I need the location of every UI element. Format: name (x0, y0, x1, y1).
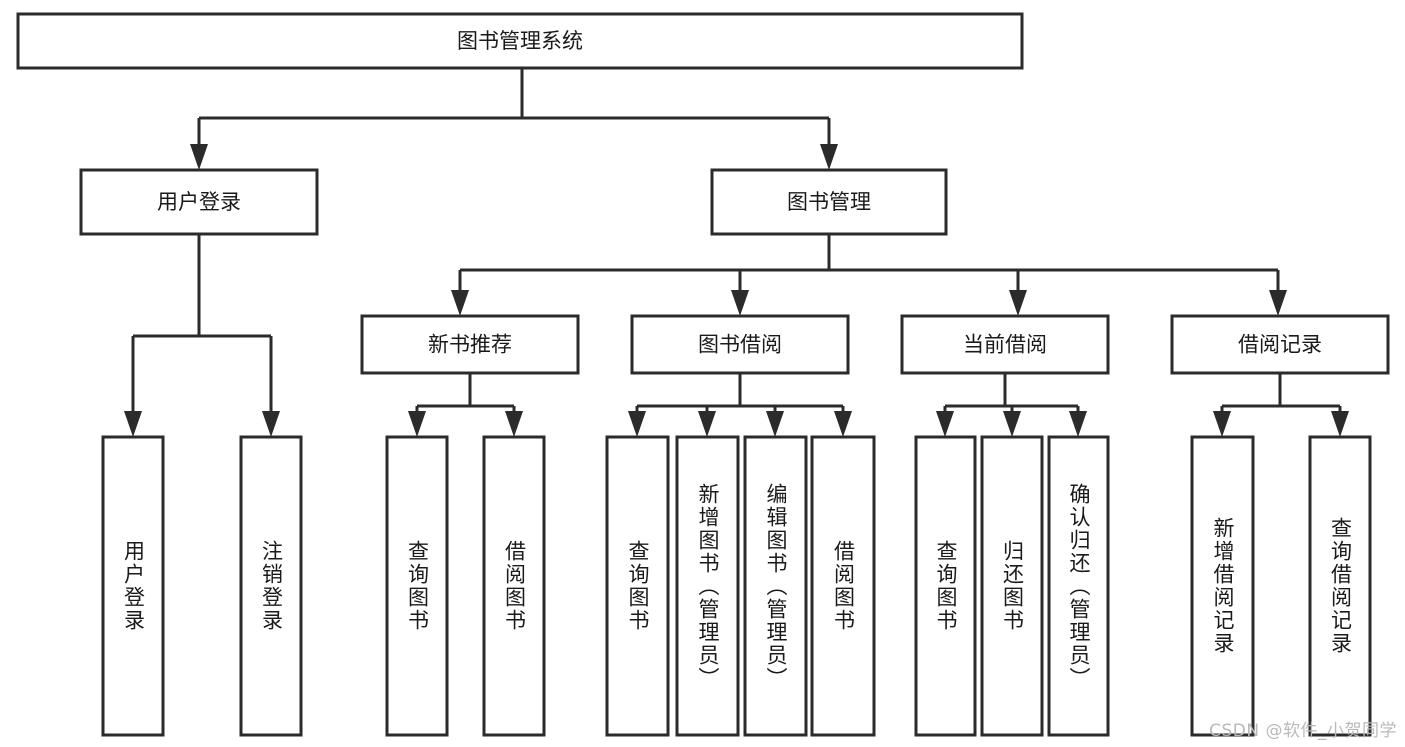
node-box-leaf-borrow-book-2[interactable] (810, 435, 876, 737)
arrow-head-icon (731, 290, 749, 316)
node-box-book-manage[interactable] (710, 168, 948, 236)
node-label-root: 图书管理系统 (457, 29, 583, 53)
node-label-book-manage: 图书管理 (787, 190, 871, 214)
arrow-head-icon (505, 411, 523, 437)
node-box-current-borrow[interactable] (900, 314, 1110, 375)
node-box-leaf-add-book[interactable] (675, 435, 740, 737)
watermark: CSDN @软件_小贺同学 (1209, 721, 1397, 741)
node-box-leaf-return-book[interactable] (980, 435, 1044, 737)
arrow-head-icon (1269, 290, 1287, 316)
node-label-current-borrow: 当前借阅 (963, 333, 1047, 357)
node-label-user-login: 用户登录 (157, 190, 241, 214)
node-label-new-book-rec: 新书推荐 (428, 333, 512, 357)
arrow-head-icon (451, 290, 469, 316)
node-box-leaf-edit-book[interactable] (743, 435, 808, 737)
node-label-book-borrow: 图书借阅 (698, 333, 782, 357)
arrow-head-icon (1003, 411, 1021, 437)
arrow-head-icon (124, 411, 142, 437)
node-box-leaf-confirm-return[interactable] (1047, 435, 1110, 737)
boxes-layer (16, 12, 1390, 737)
arrow-head-icon (1069, 411, 1087, 437)
node-box-root[interactable] (16, 12, 1024, 70)
node-box-book-borrow[interactable] (630, 314, 850, 375)
arrow-head-icon (936, 411, 954, 437)
node-box-new-book-rec[interactable] (360, 314, 580, 375)
arrow-head-icon (1009, 290, 1027, 316)
arrow-head-icon (408, 411, 426, 437)
node-box-leaf-query-book-1[interactable] (385, 435, 449, 737)
arrow-head-icon (628, 411, 646, 437)
arrow-head-icon (190, 144, 208, 170)
arrow-head-icon (766, 411, 784, 437)
arrow-head-icon (1331, 411, 1349, 437)
node-box-leaf-user-login[interactable] (101, 435, 165, 737)
node-box-user-login[interactable] (79, 168, 319, 236)
arrow-head-icon (834, 411, 852, 437)
edges-layer (124, 68, 1349, 437)
arrow-head-icon (1213, 411, 1231, 437)
arrow-head-icon (698, 411, 716, 437)
node-box-leaf-add-record[interactable] (1190, 435, 1255, 737)
arrow-head-icon (820, 144, 838, 170)
node-box-leaf-user-logout[interactable] (239, 435, 303, 737)
node-box-leaf-query-record[interactable] (1308, 435, 1372, 737)
node-box-leaf-query-book-2[interactable] (605, 435, 670, 737)
node-box-borrow-record[interactable] (1170, 314, 1390, 375)
node-label-borrow-record: 借阅记录 (1238, 333, 1322, 357)
node-box-leaf-query-book-3[interactable] (914, 435, 977, 737)
node-box-leaf-borrow-book-1[interactable] (482, 435, 546, 737)
arrow-head-icon (262, 411, 280, 437)
